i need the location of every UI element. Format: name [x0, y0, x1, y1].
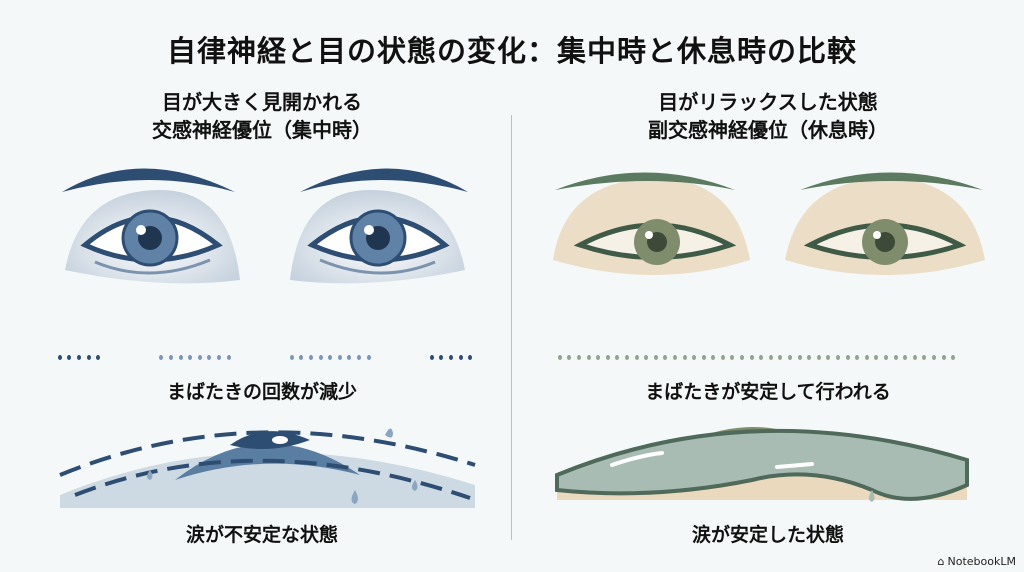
blink-dot [468, 355, 473, 360]
left-heading: 目が大きく見開かれる 交感神経優位（集中時） [12, 88, 512, 144]
blink-dot [864, 355, 869, 360]
blink-dot [197, 355, 202, 360]
page-title: 自律神経と目の状態の変化：集中時と休息時の比較 [166, 34, 857, 68]
blink-dot [337, 355, 342, 360]
blink-dot [893, 355, 898, 360]
blink-dot [356, 355, 361, 360]
blink-dot [644, 355, 649, 360]
blink-dot [816, 355, 821, 360]
blink-dot [951, 355, 956, 360]
blink-dot [318, 355, 323, 360]
blink-dot [586, 355, 591, 360]
unstable-tear-film-illustration [59, 428, 476, 508]
blink-dot [216, 355, 221, 360]
right-heading-line1: 目がリラックスした状態 [658, 90, 878, 114]
blink-dot [624, 355, 629, 360]
blink-dot-group [157, 355, 234, 360]
blink-dot [740, 355, 745, 360]
left-blink-caption: まばたきの回数が減少 [166, 381, 357, 403]
blink-dot [458, 355, 463, 360]
blink-dot [778, 355, 783, 360]
blink-dot [634, 355, 639, 360]
blink-dot [931, 355, 936, 360]
blink-dot [449, 355, 454, 360]
blink-dot [797, 355, 802, 360]
right-eye-icon [785, 172, 985, 275]
blink-dot [299, 355, 304, 360]
left-tear-caption: 涙が不安定な状態 [185, 524, 338, 546]
blink-dot [836, 355, 841, 360]
blink-dot [701, 355, 706, 360]
blink-dot [759, 355, 764, 360]
blink-dot [567, 355, 572, 360]
left-heading-line1: 目が大きく見開かれる [162, 90, 362, 114]
blink-dot [912, 355, 917, 360]
blink-dot [289, 355, 294, 360]
blink-dot [826, 355, 831, 360]
blink-dot [178, 355, 183, 360]
blink-dot [226, 355, 231, 360]
blink-dot [57, 355, 62, 360]
blink-dot [159, 355, 164, 360]
wide-open-eyes-illustration [62, 168, 468, 284]
blink-dot [207, 355, 212, 360]
regular-blink-dots [555, 355, 975, 360]
blink-dot [439, 355, 444, 360]
blink-dot [576, 355, 581, 360]
column-divider [511, 115, 512, 540]
right-tear-caption: 涙が安定した状態 [691, 524, 844, 546]
right-heading-line2: 副交感神経優位（休息時） [648, 118, 888, 142]
blink-dot [663, 355, 668, 360]
blink-dot [96, 355, 101, 360]
blink-dot [855, 355, 860, 360]
blink-dot [347, 355, 352, 360]
watermark-text: NotebookLM [947, 555, 1016, 568]
blink-dot [188, 355, 193, 360]
blink-dot-group [427, 355, 475, 360]
left-heading-line2: 交感神経優位（集中時） [152, 118, 372, 142]
blink-dot [922, 355, 927, 360]
blink-dot [76, 355, 81, 360]
blink-dot [883, 355, 888, 360]
blink-dot [67, 355, 72, 360]
blink-dot-group [287, 355, 373, 360]
stable-tear-film-illustration [555, 426, 969, 502]
blink-dot [807, 355, 812, 360]
blink-dot [788, 355, 793, 360]
right-heading: 目がリラックスした状態 副交感神経優位（休息時） [518, 88, 1018, 144]
right-blink-caption: まばたきが安定して行われる [645, 381, 891, 403]
left-eye-icon [62, 168, 240, 284]
watermark: ⌂ NotebookLM [938, 555, 1016, 568]
blink-dot [328, 355, 333, 360]
relaxed-eyes-illustration [553, 172, 985, 275]
blink-dot [749, 355, 754, 360]
right-eye-icon [290, 168, 468, 284]
blink-dot [730, 355, 735, 360]
left-eye-icon [553, 172, 750, 275]
blink-dot [309, 355, 314, 360]
blink-dot-group [55, 355, 103, 360]
blink-dot [941, 355, 946, 360]
blink-dot [692, 355, 697, 360]
blink-dot [596, 355, 601, 360]
blink-dot [845, 355, 850, 360]
blink-dot [711, 355, 716, 360]
blink-dot [86, 355, 91, 360]
blink-dot [429, 355, 434, 360]
blink-dot [366, 355, 371, 360]
blink-dot [768, 355, 773, 360]
blink-dot [169, 355, 174, 360]
blink-dot [605, 355, 610, 360]
blink-dot [903, 355, 908, 360]
notebooklm-logo-icon: ⌂ [937, 555, 945, 568]
blink-dot [672, 355, 677, 360]
blink-dot [682, 355, 687, 360]
irregular-blink-dots [55, 355, 475, 360]
blink-dot [874, 355, 879, 360]
blink-dot [615, 355, 620, 360]
blink-dot [720, 355, 725, 360]
blink-dot [653, 355, 658, 360]
blink-dot-group [555, 355, 958, 360]
blink-dot [557, 355, 562, 360]
